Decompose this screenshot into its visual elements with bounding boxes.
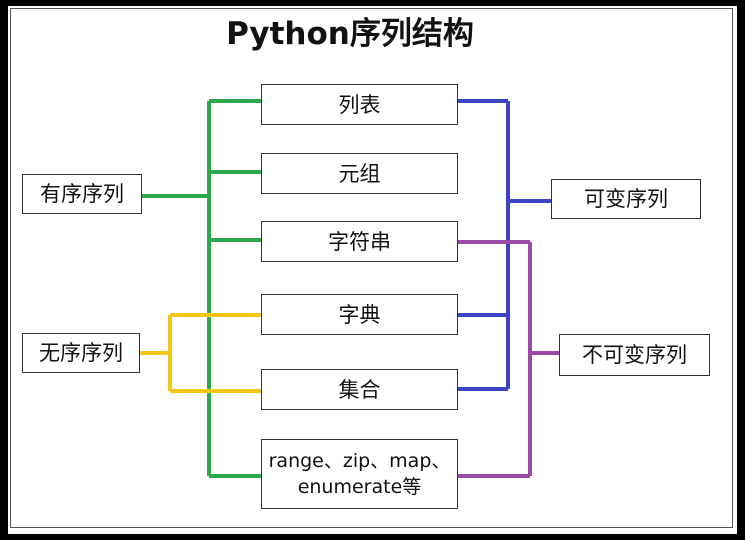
category-unordered-label: 无序序列 [39, 341, 123, 365]
type-list-label: 列表 [338, 92, 381, 117]
type-string: 字符串 [261, 221, 458, 262]
type-list: 列表 [261, 84, 458, 125]
type-set: 集合 [261, 369, 458, 410]
diagram-title: Python序列结构 [226, 16, 474, 52]
category-immutable-label: 不可变序列 [582, 343, 687, 367]
ordered-connectors [142, 99, 261, 478]
category-mutable-label: 可变序列 [584, 187, 668, 211]
mutable-connectors [457, 99, 552, 391]
type-string-label: 字符串 [328, 229, 391, 254]
category-ordered-label: 有序序列 [40, 182, 124, 206]
category-unordered: 无序序列 [22, 333, 140, 373]
type-tuple: 元组 [261, 153, 458, 194]
type-dict-label: 字典 [338, 302, 381, 327]
unordered-connectors [140, 313, 261, 393]
type-set-label: 集合 [338, 377, 381, 402]
category-immutable: 不可变序列 [559, 334, 710, 376]
type-others-line2: enumerate等 [297, 476, 422, 498]
category-mutable: 可变序列 [551, 179, 701, 219]
type-others: range、zip、map、 enumerate等 [261, 439, 458, 509]
type-others-line1: range、zip、map、 [268, 450, 451, 472]
type-dict: 字典 [261, 294, 458, 335]
inner-frame [10, 8, 733, 528]
category-ordered: 有序序列 [22, 174, 142, 214]
type-tuple-label: 元组 [338, 161, 381, 186]
immutable-connectors [457, 240, 560, 478]
